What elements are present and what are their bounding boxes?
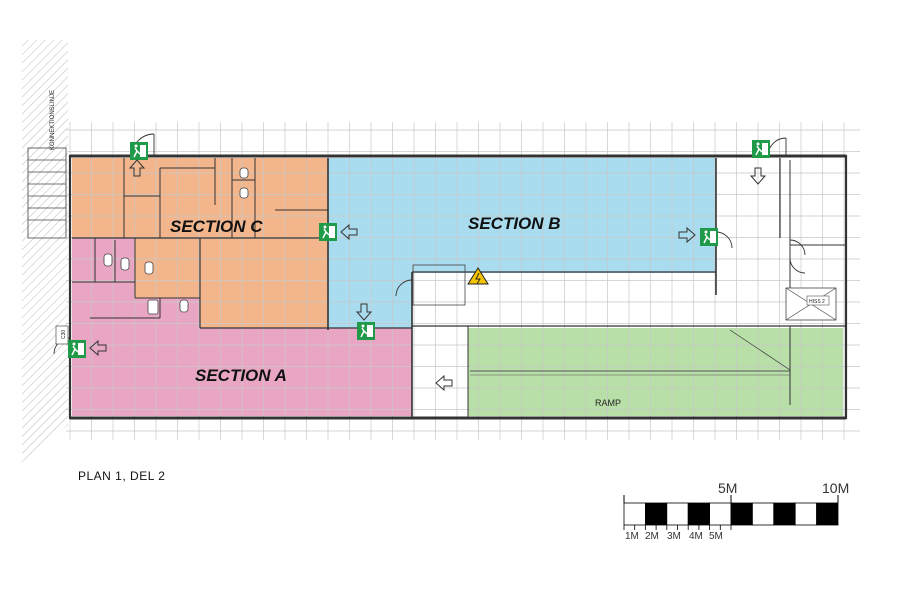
ramp-area[interactable]	[468, 328, 843, 416]
grid	[66, 122, 860, 440]
tag-hiss: HISS 2	[809, 299, 825, 305]
scale-label-10m: 10M	[822, 480, 849, 496]
tag-c30: C30	[61, 330, 67, 339]
scale-minor-3m: 3M	[667, 531, 681, 542]
section-b-label: SECTION B	[468, 214, 561, 233]
exit-signs	[68, 140, 770, 358]
scale-minor-4m: 4M	[689, 531, 703, 542]
section-c-area-lower	[200, 238, 328, 328]
exit-sign-icon	[68, 340, 86, 358]
scale-minor-5m: 5M	[709, 531, 723, 542]
direction-arrows	[89, 159, 767, 392]
connection-line-label: KONNEKTIONSLINJE	[50, 90, 56, 150]
electrical-hazard-icon	[467, 267, 489, 285]
exit-sign-icon	[357, 322, 375, 340]
section-c-label: SECTION C	[170, 217, 263, 236]
scale-minor-2m: 2M	[645, 531, 659, 542]
tags: C30 HISS 2	[55, 295, 830, 345]
section-a-area[interactable]	[72, 238, 412, 416]
scale-bar: 5M 10M 1M 2M 3M 4M 5M	[623, 480, 849, 542]
stair-left	[27, 147, 67, 239]
section-a-label: SECTION A	[195, 366, 287, 385]
hatched-adjacent-area	[22, 40, 68, 462]
exit-sign-icon	[700, 228, 718, 246]
exit-sign-icon	[319, 223, 337, 241]
scale-label-5m: 5M	[718, 480, 737, 496]
plan-title: PLAN 1, DEL 2	[78, 469, 165, 483]
exit-sign-icon	[752, 140, 770, 158]
scale-minor-1m: 1M	[625, 531, 639, 542]
ramp-label: RAMP	[595, 398, 621, 408]
walls	[68, 154, 848, 420]
exit-sign-icon	[130, 142, 148, 160]
section-b-area-lower	[328, 273, 412, 328]
